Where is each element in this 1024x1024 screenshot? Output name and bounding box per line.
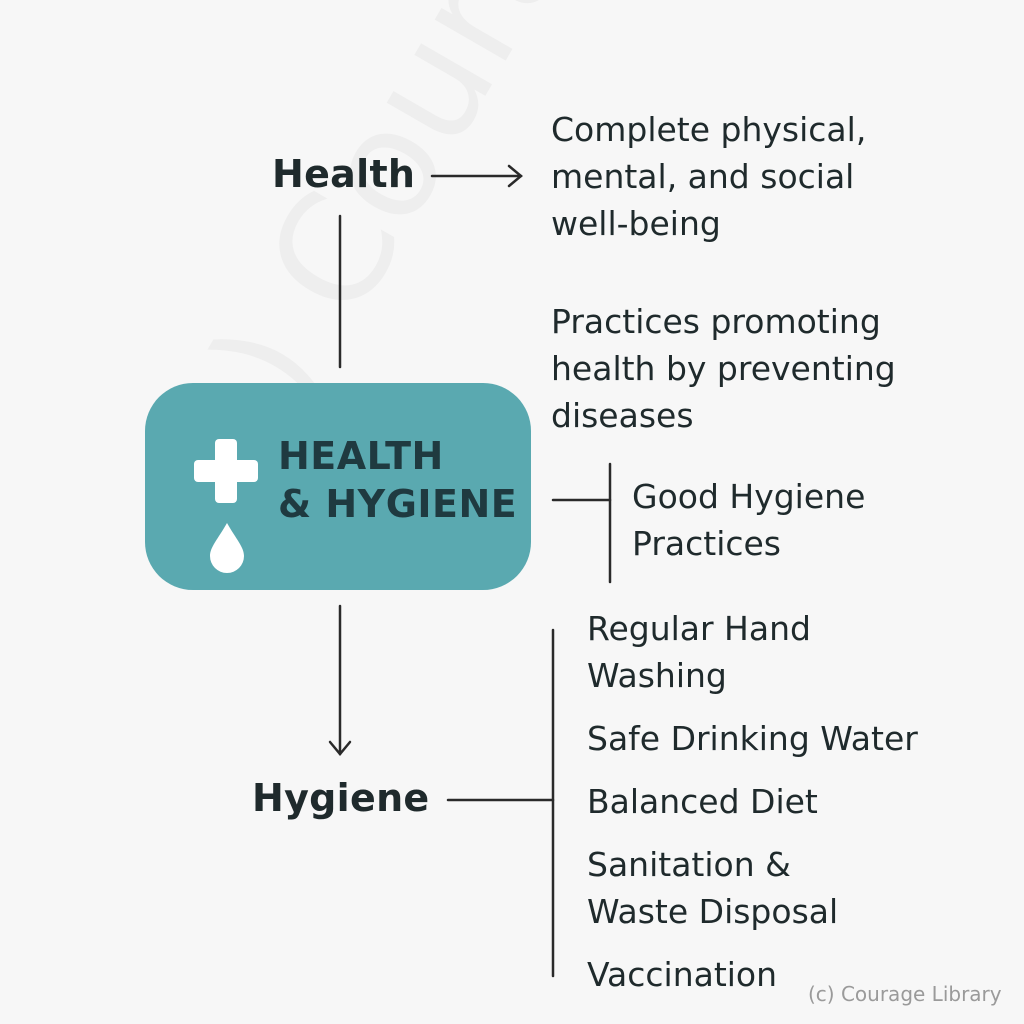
health-term: Health	[272, 152, 416, 196]
water-drop-icon	[210, 523, 244, 573]
practice-item-balanced-diet: Balanced Diet	[587, 782, 818, 821]
box-icons	[194, 439, 258, 573]
hygiene-arrow-head	[328, 740, 352, 756]
good-practices-label: Good Hygiene Practices	[632, 477, 866, 563]
plus-icon	[194, 439, 258, 503]
hygiene-definition: Practices promoting health by preventing…	[551, 302, 896, 435]
health-hygiene-box	[145, 383, 531, 590]
center-title-line1: HEALTH	[278, 434, 444, 478]
center-title: HEALTH & HYGIENE	[278, 432, 517, 528]
center-title-line2: & HYGIENE	[278, 482, 518, 526]
practice-item-drinking-water: Safe Drinking Water	[587, 719, 918, 758]
practice-item-hand-washing: Regular Hand Washing	[587, 609, 811, 695]
health-definition: Complete physical, mental, and social we…	[551, 110, 867, 243]
practice-item-sanitation: Sanitation & Waste Disposal	[587, 845, 839, 931]
hygiene-term: Hygiene	[252, 776, 430, 820]
credit-text: (c) Courage Library	[808, 982, 1002, 1006]
health-arrow-head	[507, 164, 523, 188]
practice-item-vaccination: Vaccination	[587, 955, 778, 994]
